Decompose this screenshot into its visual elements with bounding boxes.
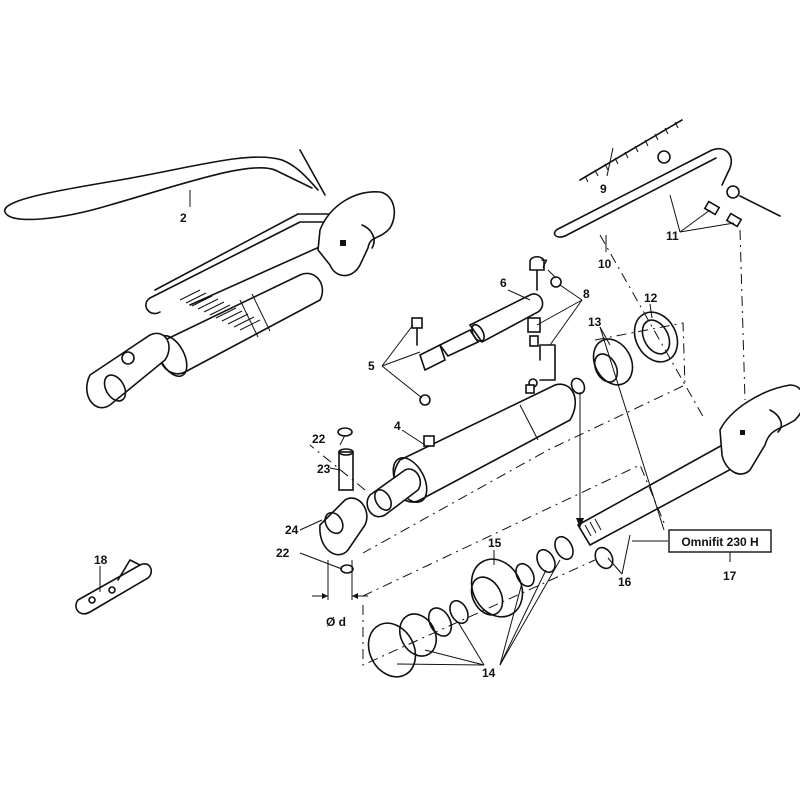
pin [338, 451, 354, 491]
eye-end [85, 332, 170, 409]
valve-cap [529, 255, 545, 271]
snap-ring-16 [594, 546, 614, 570]
model-label-box: Omnifit 230 H [668, 529, 772, 553]
rod-hook [719, 384, 800, 475]
callout-13: 13 [588, 315, 602, 329]
callout-17: 17 [723, 569, 737, 583]
piston-15 [470, 558, 524, 618]
cylinder-eye [366, 468, 422, 518]
callout-18: 18 [94, 553, 108, 567]
callout-9: 9 [600, 182, 607, 196]
callout-14: 14 [482, 666, 496, 680]
diameter-label: Ø d [326, 615, 346, 629]
seal-12 [633, 311, 679, 363]
callout-4: 4 [394, 419, 401, 433]
seal-14 [367, 622, 417, 678]
callout-2: 2 [180, 211, 187, 225]
callout-8: 8 [583, 287, 590, 301]
guide-rod [559, 148, 732, 229]
spring [179, 289, 261, 331]
valve-parts [411, 255, 562, 406]
callout-labels: 2 4 5 6 7 8 9 10 11 12 13 14 15 16 17 18… [94, 182, 737, 680]
assembly-lines [309, 229, 746, 666]
seal-13 [592, 338, 634, 386]
callout-24: 24 [285, 523, 299, 537]
spring-strip [579, 119, 683, 181]
callout-7: 7 [541, 257, 548, 271]
callout-16: 16 [618, 575, 632, 589]
callout-5: 5 [368, 359, 375, 373]
bolt-head [726, 185, 740, 199]
leader-lines [99, 147, 735, 666]
callout-15: 15 [488, 536, 502, 550]
pipe-bracket [539, 344, 556, 381]
hose-loop [4, 156, 283, 221]
hook-end [317, 191, 396, 277]
exploded-cylinder [366, 383, 576, 518]
bracket-part [75, 559, 152, 615]
assembled-top-link [4, 149, 396, 409]
yoke-parts [312, 427, 368, 600]
bolt [739, 195, 781, 217]
callout-6: 6 [500, 276, 507, 290]
guide-rod-parts [553, 119, 781, 238]
model-label: Omnifit 230 H [681, 535, 758, 549]
callout-10: 10 [598, 257, 612, 271]
callout-22-top: 22 [312, 432, 326, 446]
valve-body [468, 293, 544, 344]
callout-12: 12 [644, 291, 658, 305]
callout-11: 11 [666, 229, 679, 243]
callout-22-bottom: 22 [276, 546, 290, 560]
callout-23: 23 [317, 462, 331, 476]
